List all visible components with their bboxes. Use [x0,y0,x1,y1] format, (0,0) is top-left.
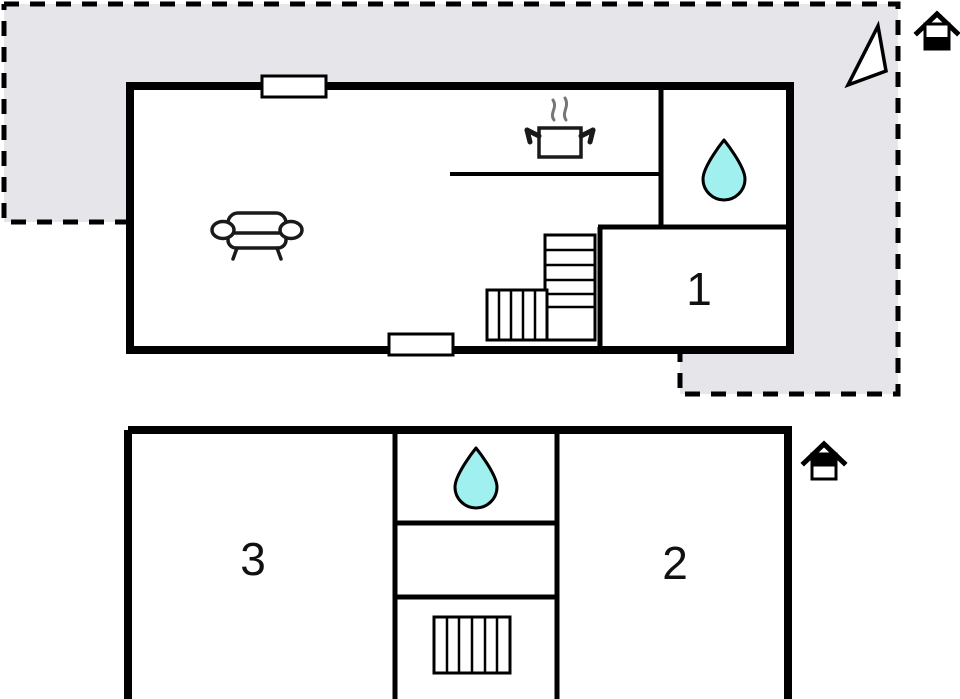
upper-floor-outer-wall [126,82,794,354]
stairs-icon-upper [485,233,597,342]
cooking-pot-icon [524,96,596,159]
stairs-upper-vertical [543,233,597,342]
upper-interior-walls [450,88,790,350]
north-arrow-icon [844,20,888,89]
upper-floor-plan: 1 [1,1,901,397]
room-number-3: 3 [240,533,266,585]
room-number-2: 2 [662,537,688,589]
window-bottom [387,332,455,357]
lower-interior-walls [392,432,560,699]
house-icon-upper [913,10,960,51]
room-number-1: 1 [686,263,712,315]
stairs-icon-lower [432,615,512,675]
house-icon-lower [800,440,848,481]
steam-wisp-left [550,98,557,122]
window-top [260,74,328,99]
steam-wisp-right [562,96,569,122]
sofa-icon [210,211,304,261]
stairs-upper-horizontal [485,288,549,342]
lower-floor-plan: 3 2 [124,426,792,699]
lower-floor-outer-wall [124,426,792,699]
upper-floor-windows [260,74,455,357]
